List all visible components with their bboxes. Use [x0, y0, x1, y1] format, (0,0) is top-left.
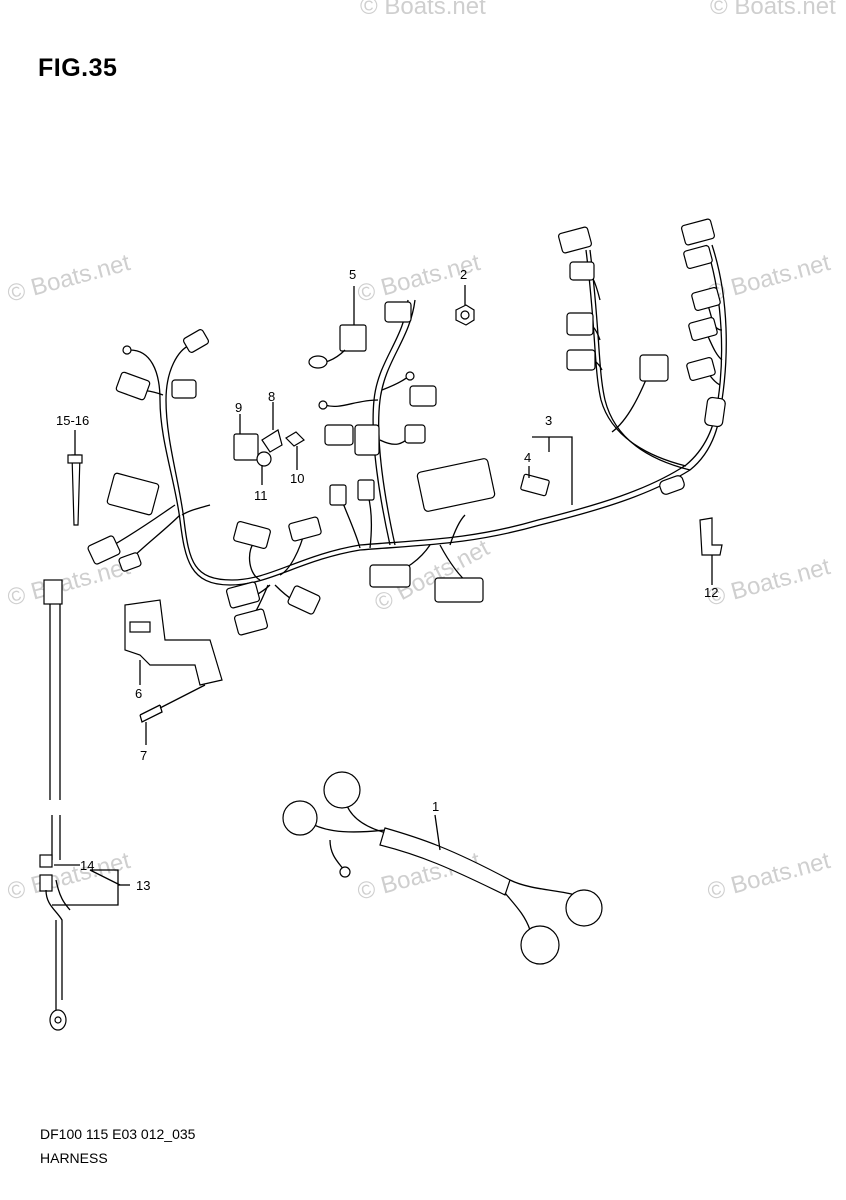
callout-10: 10: [290, 471, 304, 486]
figure-name: HARNESS: [40, 1150, 108, 1166]
watermark: © Boats.net: [5, 553, 134, 612]
sub-harness-part-1: [282, 771, 603, 965]
watermark: © Boats.net: [705, 847, 834, 906]
connector: [639, 354, 669, 382]
connector: [171, 379, 197, 399]
callout-9: 9: [235, 400, 242, 415]
bracket-slot: [129, 621, 151, 633]
connector: [404, 424, 426, 444]
nut-hole: [460, 310, 470, 320]
callout-8: 8: [268, 389, 275, 404]
callout-11: 11: [254, 488, 268, 503]
callout-4: 4: [524, 450, 531, 465]
connector: [409, 385, 437, 407]
callout-15-16: 15-16: [56, 413, 89, 428]
leader-lines: [52, 285, 713, 906]
callout-3: 3: [545, 413, 552, 428]
clip-part-12: [699, 517, 723, 556]
leader-line: [159, 684, 206, 709]
connector: [691, 287, 721, 311]
relay-part-9: [233, 433, 259, 461]
connector: [182, 329, 210, 353]
cable-tie-head: [67, 454, 83, 464]
connector: [434, 577, 484, 603]
watermark: © Boats.net: [360, 0, 486, 20]
callout-14: 14: [80, 858, 94, 873]
bracket-part-8: [261, 429, 283, 453]
connector: [566, 349, 596, 371]
callout-1: 1: [432, 799, 439, 814]
connector: [287, 585, 321, 615]
watermark: © Boats.net: [710, 0, 836, 20]
connector: [233, 521, 271, 549]
callouts: 1 2 3 4 5 6 7 8 9 10 11 12 13 14 15-16: [56, 267, 718, 893]
connector: [354, 424, 380, 456]
connector: [225, 581, 261, 609]
watermark: © Boats.net: [5, 249, 134, 308]
connector: [357, 479, 375, 501]
middle-connectors: [87, 301, 496, 636]
ring-terminal: [405, 371, 415, 381]
connector: [329, 484, 347, 506]
connector: [680, 218, 716, 246]
callout-7: 7: [140, 748, 147, 763]
washer-part-11: [256, 451, 272, 467]
bracket-part-6: [124, 599, 223, 686]
connector: [557, 226, 593, 254]
connector: [369, 564, 411, 588]
connector: [233, 608, 269, 636]
bolt-part-10: [285, 431, 305, 447]
connector: [118, 552, 142, 572]
watermarks: © Boats.net © Boats.net © Boats.net © Bo…: [5, 0, 837, 906]
callout-5: 5: [349, 267, 356, 282]
connector: [566, 312, 594, 336]
callout-12: 12: [704, 585, 718, 600]
figure-code: DF100 115 E03 012_035: [40, 1126, 196, 1142]
figure-title: FIG.35: [38, 54, 118, 82]
harness-sleeve: [659, 475, 685, 495]
connector: [683, 245, 713, 269]
screw-part-7: [139, 704, 163, 723]
callout-6: 6: [135, 686, 142, 701]
connector: [288, 516, 322, 542]
connector: [115, 371, 151, 401]
connector: [87, 535, 121, 565]
right-connectors: [557, 218, 721, 382]
cable-tie-part-15-16: [71, 454, 81, 526]
ring-terminal: [318, 400, 328, 410]
connector: [569, 261, 595, 281]
relay-part-5: [308, 324, 367, 369]
fuse-part-4: [520, 473, 550, 497]
ground-cable-part-13: [39, 579, 71, 1031]
connector: [384, 301, 412, 323]
watermark: © Boats.net: [705, 553, 834, 612]
harness-sleeve: [704, 396, 726, 428]
connector: [686, 357, 716, 381]
watermark: © Boats.net: [5, 847, 134, 906]
ring-terminal: [122, 345, 132, 355]
callout-13: 13: [136, 878, 150, 893]
connector: [688, 317, 718, 341]
connector: [106, 472, 160, 516]
connector: [324, 424, 354, 446]
ecm-connector: [416, 458, 496, 512]
callout-2: 2: [460, 267, 467, 282]
